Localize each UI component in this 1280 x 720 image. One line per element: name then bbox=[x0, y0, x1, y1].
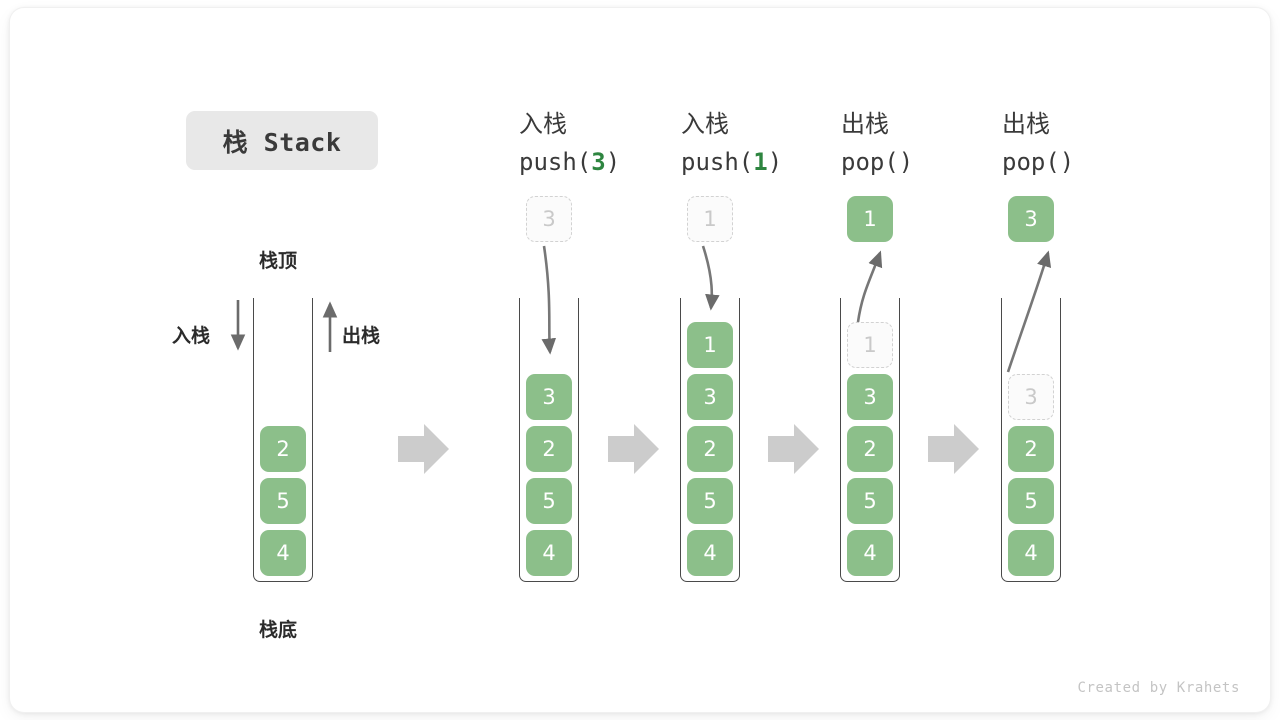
code-argument: 3 bbox=[591, 148, 606, 176]
step-4-cell-5: 5 bbox=[1008, 478, 1054, 524]
step-op-code-1: push(3) bbox=[519, 143, 689, 181]
cell-value: 3 bbox=[542, 385, 556, 409]
flow-arrow-4 bbox=[928, 424, 979, 474]
cell-value: 1 bbox=[863, 207, 877, 231]
cell-value: 3 bbox=[542, 207, 556, 231]
step-4-cell-3: 3 bbox=[1008, 374, 1054, 420]
cell-value: 4 bbox=[276, 541, 290, 565]
code-prefix: push( bbox=[681, 148, 754, 176]
base-cell-2: 2 bbox=[260, 426, 306, 472]
step-op-label-2: 入栈 bbox=[681, 110, 729, 138]
code-prefix: pop( bbox=[1002, 148, 1060, 176]
stack-container-step-1 bbox=[519, 298, 579, 582]
cell-value: 1 bbox=[703, 207, 717, 231]
figure-title: 栈 Stack bbox=[222, 127, 342, 157]
cell-value: 4 bbox=[703, 541, 717, 565]
cell-value: 2 bbox=[542, 437, 556, 461]
cell-value: 3 bbox=[863, 385, 877, 409]
step-2-cell-1: 1 bbox=[687, 322, 733, 368]
cell-value: 2 bbox=[1024, 437, 1038, 461]
step-1-cell-2: 2 bbox=[526, 426, 572, 472]
cell-value: 3 bbox=[1024, 207, 1038, 231]
cell-value: 4 bbox=[542, 541, 556, 565]
base-pop-label: 出栈 bbox=[342, 325, 381, 347]
step-op-code-4: pop() bbox=[1002, 143, 1172, 181]
step-3-cell-4: 4 bbox=[847, 530, 893, 576]
stack-top-label: 栈顶 bbox=[259, 250, 298, 272]
base-cell-5: 5 bbox=[260, 478, 306, 524]
step-2-cell-4: 4 bbox=[687, 530, 733, 576]
floating-box-step-4: 3 bbox=[1008, 196, 1054, 242]
floating-box-step-2: 1 bbox=[687, 196, 733, 242]
cell-value: 1 bbox=[863, 333, 877, 357]
flow-arrow-2 bbox=[608, 424, 659, 474]
stack-bottom-label: 栈底 bbox=[259, 619, 298, 641]
code-prefix: pop( bbox=[841, 148, 899, 176]
step-header-1: 入栈 push(3) bbox=[519, 105, 689, 181]
code-argument: 1 bbox=[753, 148, 768, 176]
step-2-cell-3: 3 bbox=[687, 374, 733, 420]
code-prefix: push( bbox=[519, 148, 592, 176]
cell-value: 5 bbox=[542, 489, 556, 513]
step-op-code-3: pop() bbox=[841, 143, 1011, 181]
cell-value: 3 bbox=[1024, 385, 1038, 409]
cell-value: 3 bbox=[703, 385, 717, 409]
step-op-label-3: 出栈 bbox=[841, 110, 889, 138]
cell-value: 5 bbox=[1024, 489, 1038, 513]
step-1-cell-3: 3 bbox=[526, 374, 572, 420]
cell-value: 2 bbox=[703, 437, 717, 461]
cell-value: 4 bbox=[1024, 541, 1038, 565]
cell-value: 5 bbox=[863, 489, 877, 513]
base-cell-4: 4 bbox=[260, 530, 306, 576]
cell-value: 2 bbox=[276, 437, 290, 461]
cell-value: 5 bbox=[276, 489, 290, 513]
cell-value: 5 bbox=[703, 489, 717, 513]
flow-arrow-1 bbox=[398, 424, 449, 474]
floating-box-step-1: 3 bbox=[526, 196, 572, 242]
step-header-2: 入栈 push(1) bbox=[681, 105, 851, 181]
stack-container-step-3 bbox=[840, 298, 900, 582]
step-4-cell-2: 2 bbox=[1008, 426, 1054, 472]
step-header-3: 出栈 pop() bbox=[841, 105, 1011, 181]
floating-box-step-3: 1 bbox=[847, 196, 893, 242]
code-suffix: ) bbox=[1059, 148, 1075, 176]
figure-title-pill: 栈 Stack bbox=[186, 111, 378, 170]
stack-container-base bbox=[253, 298, 313, 582]
cell-value: 1 bbox=[703, 333, 717, 357]
flow-arrow-3 bbox=[768, 424, 819, 474]
step-1-cell-4: 4 bbox=[526, 530, 572, 576]
step-header-4: 出栈 pop() bbox=[1002, 105, 1172, 181]
step-op-label-1: 入栈 bbox=[519, 110, 567, 138]
step-2-cell-2: 2 bbox=[687, 426, 733, 472]
stack-container-step-2 bbox=[680, 298, 740, 582]
footer-credit: Created by Krahets bbox=[1077, 680, 1240, 696]
cell-value: 4 bbox=[863, 541, 877, 565]
code-suffix: ) bbox=[605, 148, 621, 176]
step-1-cell-5: 5 bbox=[526, 478, 572, 524]
cell-value: 2 bbox=[863, 437, 877, 461]
step-2-cell-5: 5 bbox=[687, 478, 733, 524]
code-suffix: ) bbox=[898, 148, 914, 176]
step-op-label-4: 出栈 bbox=[1002, 110, 1050, 138]
step-op-code-2: push(1) bbox=[681, 143, 851, 181]
step-3-cell-1: 1 bbox=[847, 322, 893, 368]
step-3-cell-5: 5 bbox=[847, 478, 893, 524]
step-4-cell-4: 4 bbox=[1008, 530, 1054, 576]
code-suffix: ) bbox=[767, 148, 783, 176]
step-3-cell-2: 2 bbox=[847, 426, 893, 472]
stack-container-step-4 bbox=[1001, 298, 1061, 582]
base-push-label: 入栈 bbox=[172, 325, 211, 347]
step-3-cell-3: 3 bbox=[847, 374, 893, 420]
